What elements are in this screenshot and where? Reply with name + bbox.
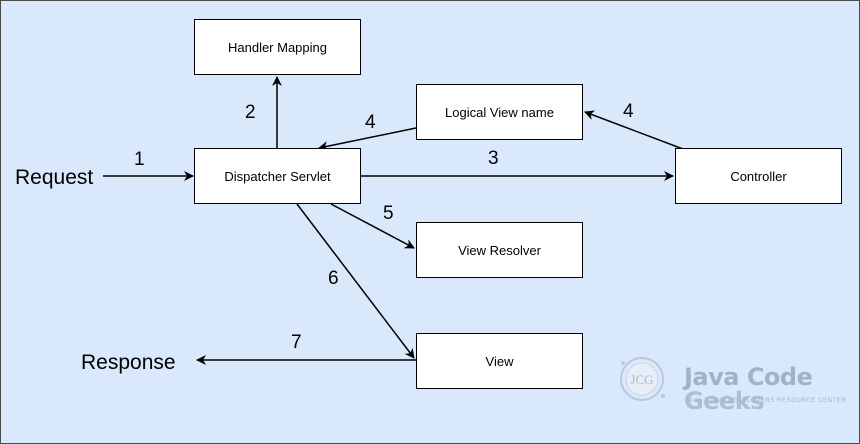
controller-label: Controller: [730, 168, 787, 184]
watermark-brand: Java Code Geeks: [684, 365, 859, 413]
step-label-1: 1: [134, 149, 145, 170]
step-label-3: 3: [488, 148, 499, 169]
step-label-5: 5: [383, 203, 394, 224]
watermark-brand-part1: Java Code: [684, 363, 813, 391]
arrow-logical-to-dispatcher: [318, 127, 417, 152]
view-resolver-label: View Resolver: [458, 242, 541, 258]
arrow-dispatcher-to-view: [296, 203, 415, 359]
view-box: View: [416, 333, 583, 389]
logical-view-name-box: Logical View name: [416, 84, 583, 140]
dispatcher-servlet-label: Dispatcher Servlet: [224, 168, 331, 184]
jcg-logo-text: JCG: [630, 372, 653, 387]
watermark-tagline: JAVA 2 JAVA DEVELOPERS RESOURCE CENTER: [685, 398, 847, 404]
logical-view-name-label: Logical View name: [445, 104, 554, 120]
response-label: Response: [81, 351, 176, 374]
step-label-4-left: 4: [365, 112, 376, 133]
arrow-dispatcher-to-resolver: [330, 203, 415, 249]
handler-mapping-box: Handler Mapping: [194, 19, 361, 75]
view-resolver-box: View Resolver: [416, 222, 583, 278]
step-label-7: 7: [291, 332, 302, 353]
controller-box: Controller: [675, 148, 842, 204]
watermark-brand-part2: Geeks: [684, 387, 765, 415]
view-label: View: [485, 353, 514, 369]
step-label-2: 2: [245, 102, 256, 123]
step-label-6: 6: [328, 268, 339, 289]
jcg-logo-icon: JCG: [620, 357, 665, 401]
handler-mapping-label: Handler Mapping: [227, 39, 327, 55]
step-label-4-right: 4: [623, 101, 634, 122]
dispatcher-servlet-box: Dispatcher Servlet: [194, 148, 361, 204]
arrow-controller-to-logical: [584, 110, 684, 150]
request-label: Request: [15, 166, 94, 189]
